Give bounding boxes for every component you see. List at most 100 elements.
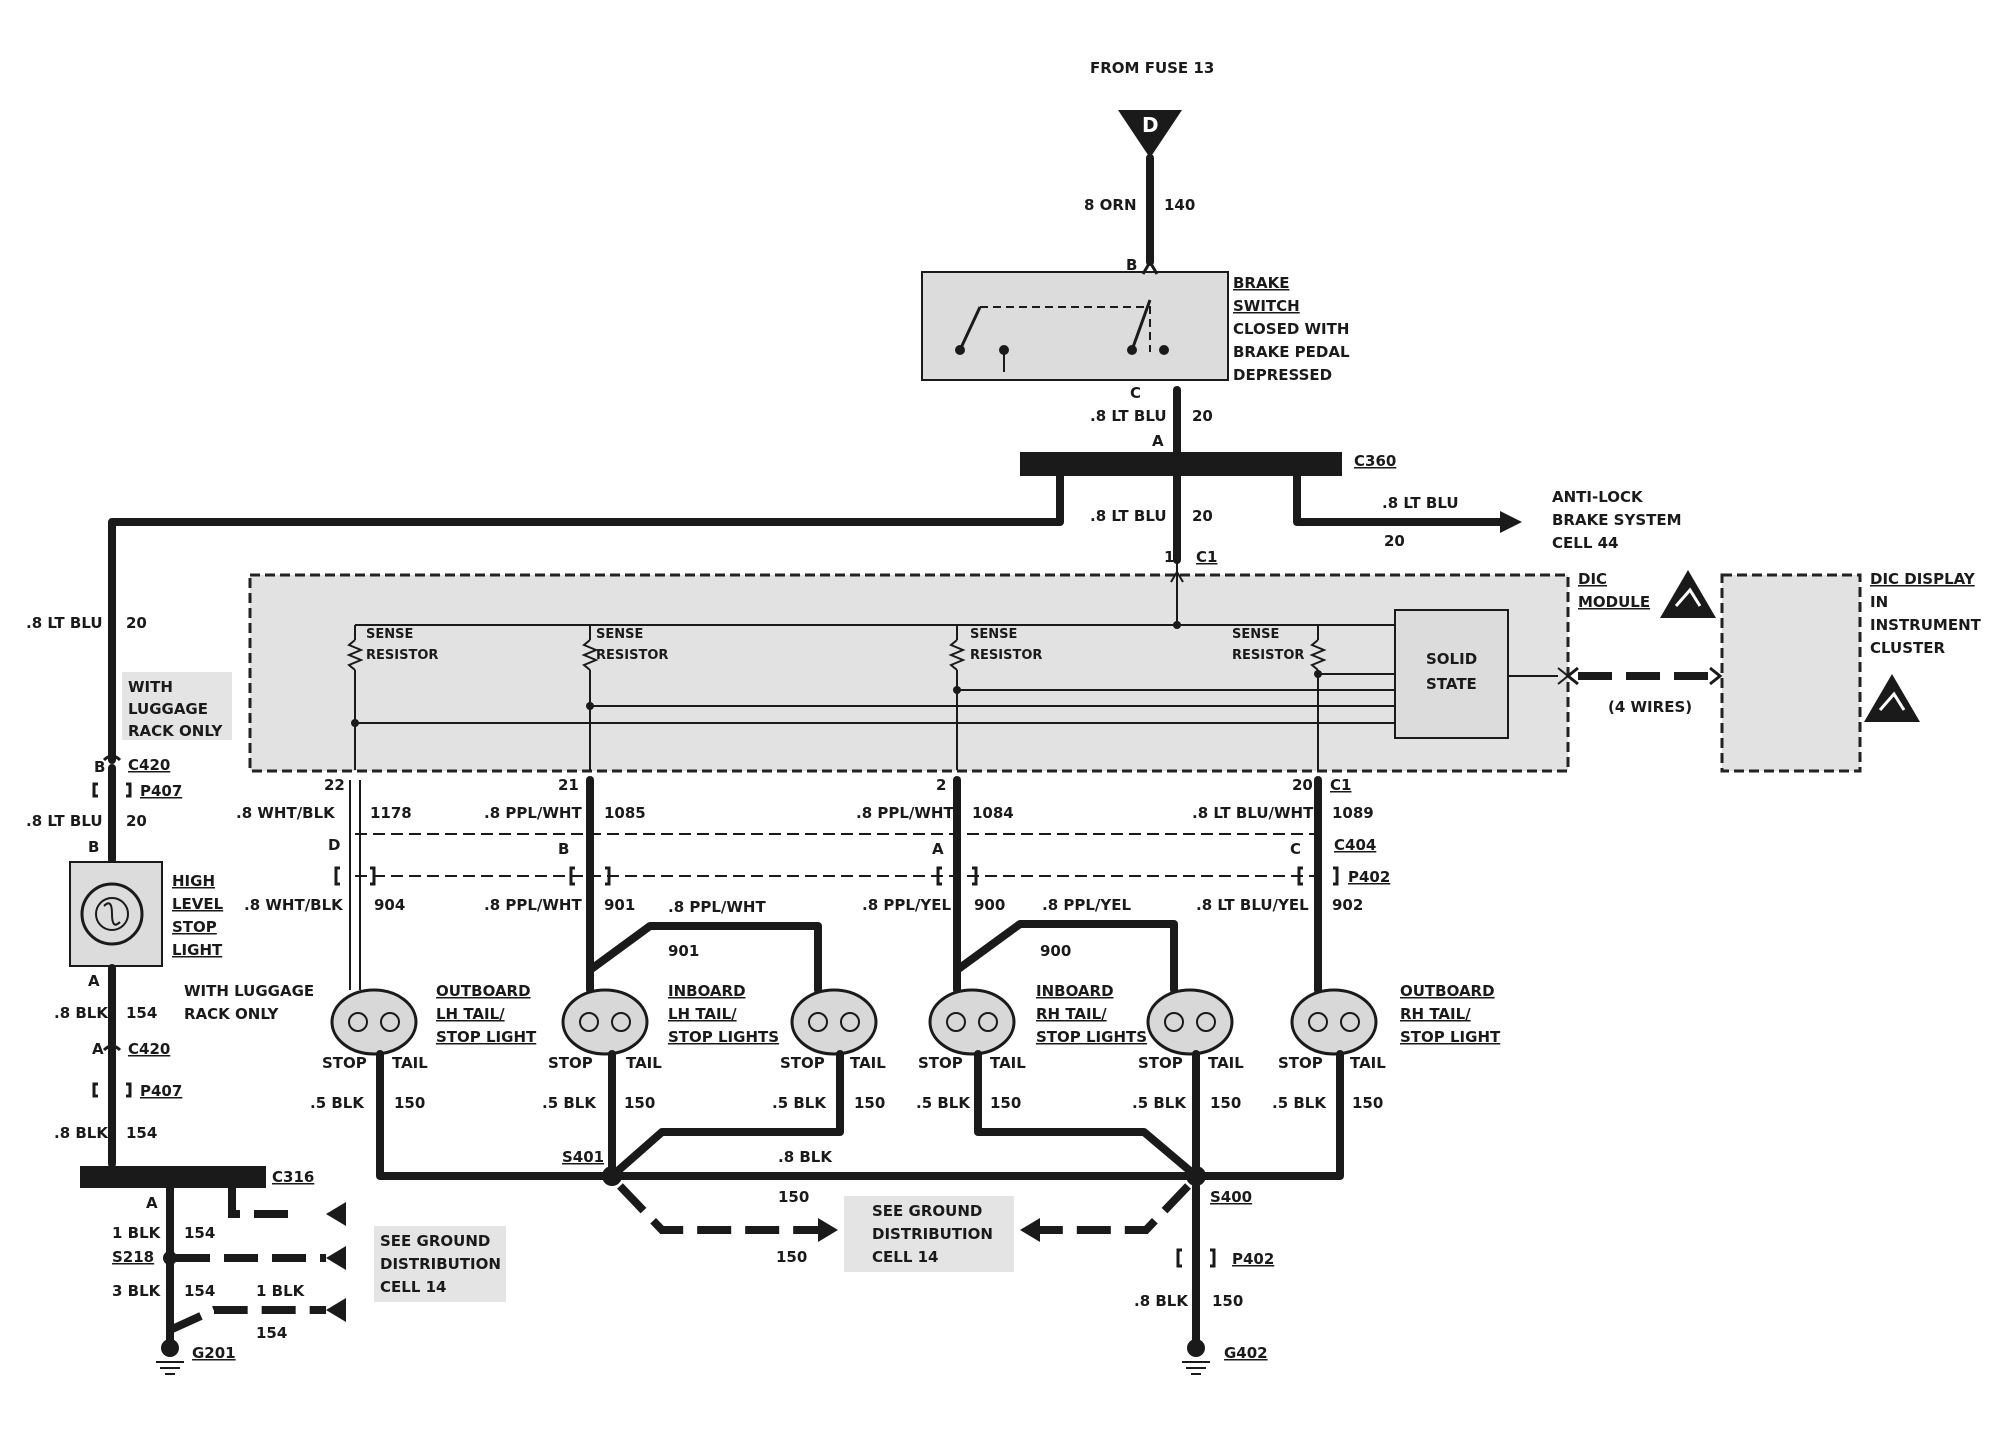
stop-label-4: STOP [918, 1054, 963, 1072]
s400-ground-dash [1040, 1183, 1191, 1234]
lamp-outboard-rh [1290, 988, 1378, 1056]
c1-label-bottom: C1 [1330, 776, 1351, 794]
s401-label: S401 [562, 1148, 604, 1166]
c404-pin-d: D [328, 836, 340, 854]
lamp-outboard-lh [330, 988, 418, 1056]
wire-140-circuit: 140 [1164, 196, 1195, 214]
sense-label-4b: RESISTOR [1232, 648, 1304, 663]
g201-branch-dash [168, 1306, 326, 1334]
see-ground-left-bg [374, 1226, 506, 1302]
c1-pin-20: 20 [1292, 776, 1313, 794]
lamp-wire-1-size: .8 WHT/BLK [244, 896, 344, 914]
left-luggage-1: WITH [128, 678, 173, 696]
wire-20-left-feed [108, 472, 1064, 764]
sense-label-1b: RESISTOR [366, 648, 438, 663]
tail-label-4: TAIL [990, 1054, 1026, 1072]
splice-link-circuit: 150 [778, 1188, 809, 1206]
splice-link-size: .8 BLK [778, 1148, 833, 1166]
left-feed-size: .8 LT BLU [26, 614, 103, 632]
ground-arrow-icon [326, 1298, 346, 1322]
stop-label-6: STOP [1278, 1054, 1323, 1072]
g201-w1-size: 1 BLK [112, 1224, 162, 1242]
switch-terminal [1127, 345, 1137, 355]
switch-terminal [955, 345, 965, 355]
g201-w1-circ: 154 [184, 1224, 215, 1242]
wire-20-c1-circuit: 20 [1192, 507, 1213, 525]
lamp-ground-size-3: .5 BLK [772, 1094, 827, 1112]
lamp-wire-1-circuit: 904 [374, 896, 405, 914]
p407-bottom-bracket [92, 1082, 132, 1098]
hlsl-ground-circuit2: 154 [126, 1124, 157, 1142]
high-level-stop-light [69, 861, 163, 967]
luggage-note-bg [122, 672, 232, 740]
dic-module-label-1: DIC [1578, 570, 1607, 588]
brake-switch-title2: SWITCH [1233, 297, 1300, 315]
tail-label-1: TAIL [392, 1054, 428, 1072]
solid-state-line1: SOLID [1426, 650, 1477, 668]
left-luggage-3: RACK ONLY [128, 722, 224, 740]
wire-20-switch-circuit: 20 [1192, 407, 1213, 425]
see-ground-mid-3: CELL 14 [872, 1248, 938, 1266]
hlsl-text-2: LEVEL [172, 895, 224, 913]
see-ground-left-1: SEE GROUND [380, 1232, 490, 1250]
hlsl-bulb-icon [80, 882, 144, 946]
hlsl-ground-circuit: 154 [126, 1004, 157, 1022]
esd-hand-icon [1878, 691, 1906, 711]
lamp-wire-4-circuit: 902 [1332, 896, 1363, 914]
c1-wire-4-size: .8 LT BLU/WHT [1192, 804, 1314, 822]
brake-switch-desc-3: DEPRESSED [1233, 366, 1332, 384]
jumper-900-size: .8 PPL/YEL [1042, 896, 1131, 914]
c420-top-label: C420 [128, 756, 170, 774]
abs-arrow-icon [1500, 511, 1522, 533]
ground-arrow-icon [818, 1218, 838, 1242]
abs-text-1: ANTI-LOCK [1552, 488, 1644, 506]
g201-w3-size: 1 BLK [256, 1282, 306, 1300]
ground-arrow-icon [1020, 1218, 1040, 1242]
ground-wire-orh [1192, 1050, 1344, 1180]
p407-top-bracket [92, 782, 132, 798]
g402-label: G402 [1224, 1344, 1268, 1362]
s400-label: S400 [1210, 1188, 1252, 1206]
ground-wire-ilh2 [608, 1050, 844, 1180]
wire-140-size: 8 ORN [1084, 196, 1137, 214]
brake-switch-pin-b: B [1126, 256, 1137, 274]
c1-pin-22: 22 [324, 776, 345, 794]
left-feed-size2: .8 LT BLU [26, 812, 103, 830]
hlsl-ground-size2: .8 BLK [54, 1124, 109, 1142]
lamp-ground-size-2: .5 BLK [542, 1094, 597, 1112]
see-ground-mid-2: DISTRIBUTION [872, 1225, 993, 1243]
lamp-ground-circ-1: 150 [394, 1094, 425, 1112]
lamp-inboard-lh-1 [561, 988, 649, 1056]
data-wire-arrows-icon [1565, 666, 1723, 686]
stop-label-1: STOP [322, 1054, 367, 1072]
stop-label-5: STOP [1138, 1054, 1183, 1072]
c404-label: C404 [1334, 836, 1376, 854]
c1-wire-3-size: .8 PPL/WHT [856, 804, 954, 822]
fuse-triangle-icon [1118, 110, 1182, 158]
lamp-wire-3-size: .8 PPL/YEL [862, 896, 951, 914]
sense-label-2b: RESISTOR [596, 648, 668, 663]
switch-contact-right [1130, 299, 1152, 351]
p402-bracket [936, 866, 978, 886]
tail-label-5: TAIL [1208, 1054, 1244, 1072]
brake-switch [921, 271, 1229, 381]
dic-display-2: IN [1870, 593, 1888, 611]
p402-bracket [334, 866, 376, 886]
c404-pin-a: A [932, 840, 944, 858]
esd-hand-icon [1674, 587, 1702, 607]
sense-resistor-4 [1309, 625, 1327, 770]
brake-switch-desc-2: BRAKE PEDAL [1233, 343, 1350, 361]
wire-20-abs [1293, 472, 1504, 526]
wires-note: (4 WIRES) [1608, 698, 1692, 716]
p402-bottom-bracket [1176, 1248, 1216, 1268]
c316-label: C316 [272, 1168, 314, 1186]
p402-bracket [569, 866, 611, 886]
wire-20-c1-size: .8 LT BLU [1090, 507, 1167, 525]
c1-wire-2-circuit: 1085 [604, 804, 646, 822]
ground-wire-irh1 [974, 1050, 1200, 1180]
hlsl-filament-icon [95, 897, 129, 931]
jumper-901 [586, 922, 822, 994]
abs-text-3: CELL 44 [1552, 534, 1618, 552]
c404-pin-c: C [1290, 840, 1301, 858]
